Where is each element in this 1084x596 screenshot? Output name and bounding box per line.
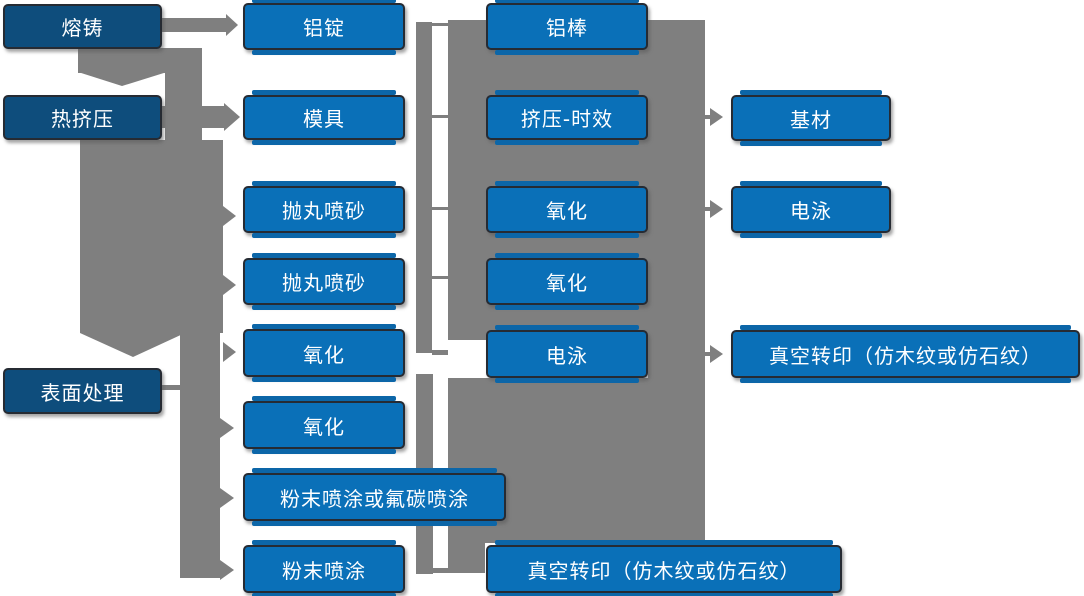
connector-segment [448,543,485,573]
node-powder-fluorocarbon-coating: 粉末喷涂或氟碳喷涂 [243,468,506,526]
connector-segment [432,207,448,210]
node-melt-casting: 熔铸 [3,4,162,49]
node-oxidation-3: 氧化 [486,181,648,238]
node-vacuum-transfer-1: 真空转印（仿木纹或仿石纹） [486,540,842,596]
arrow-head [220,418,234,438]
node-aluminum-ingot: 铝锭 [243,0,405,55]
node-surface-treatment: 表面处理 [3,368,162,414]
arrow-head [223,206,236,226]
arrow-head [223,275,236,295]
connector-segment [703,352,711,356]
connector-segment [162,18,226,32]
node-hot-extrusion: 热挤压 [3,95,162,140]
connector-segment [648,340,705,378]
connector-segment [432,350,448,355]
arrow-head [220,560,234,580]
node-electrophoresis-2: 电泳 [731,181,891,238]
connector-segment [432,23,448,26]
node-oxidation-1: 氧化 [243,324,405,382]
connector-segment [416,22,432,353]
node-vacuum-transfer-2: 真空转印（仿木纹或仿石纹） [731,325,1080,383]
node-oxidation-2: 氧化 [243,396,405,454]
node-mold: 模具 [243,90,405,145]
arrow-head [710,200,723,218]
connector-segment [703,207,711,211]
arrow-head [223,342,236,362]
node-extrusion-aging: 挤压-时效 [486,90,648,145]
arrow-head [710,108,723,126]
arrow-head [224,103,240,131]
node-aluminum-rod: 铝棒 [486,0,648,55]
node-shot-blasting-1: 抛丸喷砂 [243,181,405,238]
node-powder-coating: 粉末喷涂 [243,540,405,596]
node-electrophoresis-1: 电泳 [486,325,648,383]
node-substrate: 基材 [731,90,891,146]
connector-segment [78,48,167,73]
arrow-head [220,488,234,508]
node-oxidation-4: 氧化 [486,253,648,310]
connector-segment [432,115,448,118]
arrow-head [226,14,238,36]
arrow-head [710,345,723,363]
connector-segment [162,385,180,390]
connector-segment [180,333,220,578]
connector-segment [433,568,448,573]
connector-segment [432,276,448,279]
arrow-head [78,72,167,86]
connector-segment [162,106,224,128]
arrow-head [80,333,185,357]
connector-segment [703,115,711,119]
connector-segment [80,140,223,333]
node-shot-blasting-2: 抛丸喷砂 [243,253,405,310]
